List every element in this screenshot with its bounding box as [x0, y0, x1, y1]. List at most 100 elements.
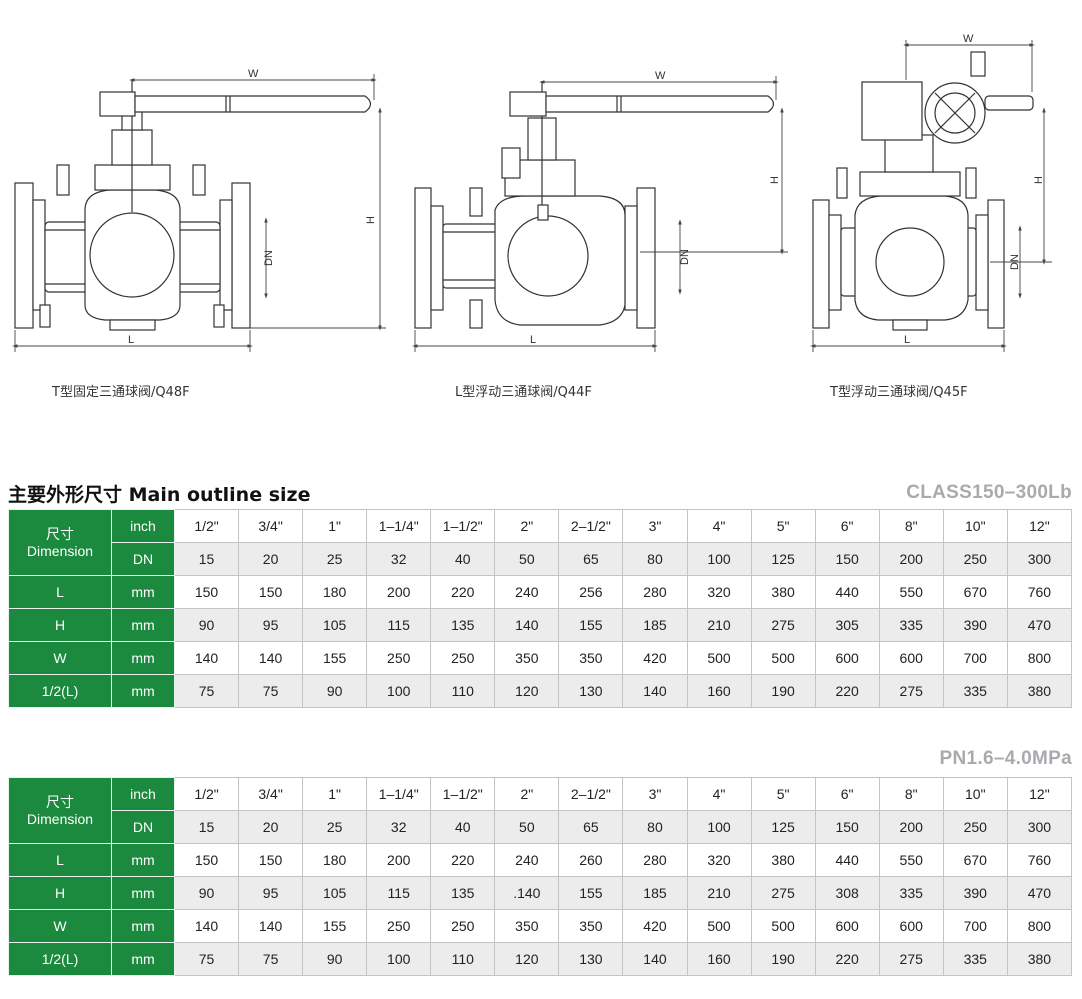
value-cell: 140 — [173, 909, 240, 943]
dim-l-label: L — [904, 334, 910, 346]
value-cell: 100 — [366, 942, 432, 976]
value-cell: 250 — [430, 909, 496, 943]
caption-q48f: T型固定三通球阀/Q48F — [52, 385, 190, 400]
value-cell: 670 — [942, 575, 1008, 609]
value-cell: 470 — [1006, 876, 1073, 910]
value-cell: 25 — [302, 542, 368, 576]
value-cell: 80 — [622, 542, 688, 576]
value-cell: 155 — [302, 641, 368, 675]
value-cell: 1–1/4" — [366, 509, 432, 543]
value-cell: 390 — [942, 876, 1008, 910]
value-cell: 320 — [686, 843, 752, 877]
row-label-cell: L — [8, 575, 112, 609]
valve-drawing-q45f — [812, 51, 1034, 331]
value-cell: 250 — [366, 909, 432, 943]
value-cell: 250 — [366, 641, 432, 675]
value-cell: 150 — [814, 810, 880, 844]
value-cell: 1" — [302, 509, 368, 543]
value-cell: 260 — [558, 843, 624, 877]
value-cell: 8" — [878, 509, 944, 543]
value-cell: 190 — [750, 942, 816, 976]
value-cell: 135 — [430, 608, 496, 642]
value-cell: 110 — [430, 674, 496, 708]
value-cell: 350 — [494, 909, 560, 943]
value-cell: 75 — [173, 942, 240, 976]
dimension-header-cn: 尺寸 — [46, 793, 74, 810]
value-cell: 500 — [686, 909, 752, 943]
valve-drawings: W H DN L W H DN L W H DN L — [12, 33, 1052, 352]
value-cell: 130 — [558, 942, 624, 976]
value-cell: 105 — [302, 608, 368, 642]
value-cell: 6" — [814, 777, 880, 811]
value-cell: 700 — [942, 909, 1008, 943]
standard-label-pn: PN1.6–4.0MPa — [939, 748, 1072, 769]
value-cell: 240 — [494, 843, 560, 877]
value-cell: 335 — [878, 876, 944, 910]
value-cell: 50 — [494, 810, 560, 844]
value-cell: 670 — [942, 843, 1008, 877]
value-cell: 250 — [942, 542, 1008, 576]
dim-dn-label: DN — [1009, 254, 1021, 270]
caption-q45f: T型浮动三通球阀/Q45F — [830, 385, 968, 400]
value-cell: 155 — [558, 608, 624, 642]
value-cell: 440 — [814, 843, 880, 877]
dim-w-label: W — [655, 70, 666, 82]
unit-cell: mm — [111, 942, 175, 976]
value-cell: 200 — [366, 843, 432, 877]
value-cell: 600 — [878, 641, 944, 675]
value-cell: 40 — [430, 542, 496, 576]
value-cell: 40 — [430, 810, 496, 844]
value-cell: 140 — [494, 608, 560, 642]
value-cell: 420 — [622, 909, 688, 943]
value-cell: 160 — [686, 674, 752, 708]
value-cell: 185 — [622, 876, 688, 910]
value-cell: 200 — [878, 810, 944, 844]
value-cell: 190 — [750, 674, 816, 708]
value-cell: 256 — [558, 575, 624, 609]
value-cell: 120 — [494, 674, 560, 708]
value-cell: 200 — [878, 542, 944, 576]
value-cell: 1" — [302, 777, 368, 811]
value-cell: 5" — [750, 777, 816, 811]
value-cell: 210 — [686, 876, 752, 910]
value-cell: 2" — [494, 777, 560, 811]
dim-w-label: W — [963, 33, 974, 45]
row-label-cell: H — [8, 608, 112, 642]
value-cell: 50 — [494, 542, 560, 576]
value-cell: 3" — [622, 777, 688, 811]
value-cell: 100 — [366, 674, 432, 708]
dim-h-label: H — [769, 176, 781, 184]
value-cell: 305 — [814, 608, 880, 642]
value-cell: 3/4" — [238, 509, 304, 543]
value-cell: 5" — [750, 509, 816, 543]
unit-cell: DN — [111, 810, 175, 844]
valve-drawing-q48f — [14, 80, 372, 331]
value-cell: 350 — [558, 909, 624, 943]
value-cell: 550 — [878, 575, 944, 609]
value-cell: 600 — [878, 909, 944, 943]
value-cell: 220 — [814, 942, 880, 976]
value-cell: 90 — [173, 608, 240, 642]
unit-cell: mm — [111, 641, 175, 675]
value-cell: 90 — [302, 942, 368, 976]
value-cell: 4" — [686, 777, 752, 811]
value-cell: 550 — [878, 843, 944, 877]
dim-h-label: H — [365, 216, 377, 224]
value-cell: 335 — [878, 608, 944, 642]
row-label-cell: W — [8, 909, 112, 943]
unit-cell: mm — [111, 843, 175, 877]
value-cell: 240 — [494, 575, 560, 609]
value-cell: 700 — [942, 641, 1008, 675]
value-cell: 150 — [238, 575, 304, 609]
section-heading: 主要外形尺寸 Main outline size — [8, 484, 311, 506]
dim-h-label: H — [1033, 176, 1045, 184]
unit-cell: inch — [111, 509, 175, 543]
value-cell: 125 — [750, 542, 816, 576]
value-cell: 150 — [173, 843, 240, 877]
